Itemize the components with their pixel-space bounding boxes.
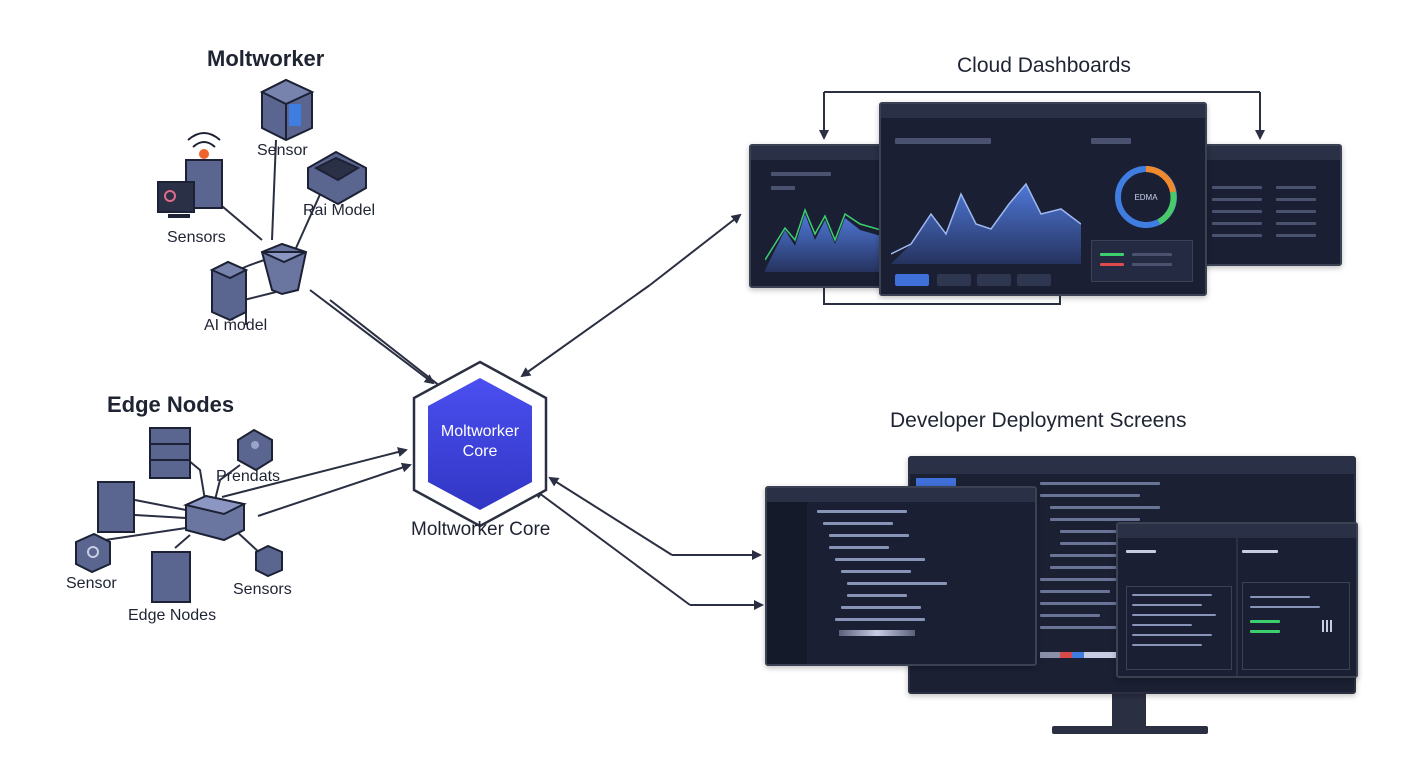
sensor-cube-icon [259,78,315,142]
flow-arrows [221,92,1265,610]
ai-model-label: AI model [204,317,268,334]
terminal-window [1116,522,1358,678]
core-hex-line1: Moltworker [440,423,520,440]
edge-sensors-label: Sensors [233,581,292,598]
moltworker-title: Moltworker [207,46,325,71]
window-titlebar [751,146,883,160]
edge-sensor-label: Sensor [66,575,117,592]
edge-node-tower-icon [151,551,191,603]
dashboard-donut-chart: EDMA [1115,166,1177,228]
server-rack-icon [149,427,191,479]
editor-sidebar [767,502,807,664]
ai-model-cube-icon [209,260,249,322]
sensor-label: Sensor [257,142,308,159]
edge-tower-icon [97,481,135,533]
rai-model-label: Rai Model [303,202,376,219]
core-hexagon-fill [428,378,532,510]
dashboard-right-window [1204,144,1342,266]
dashboard-left-chart [765,207,881,272]
cloud-dashboards-title: Cloud Dashboards [957,54,1131,77]
dashboard-button-2[interactable] [937,274,971,286]
edge-sensor-icon [75,532,111,574]
wifi-sensor-icon [157,132,223,218]
dashboard-link-bottom [823,286,1061,305]
dashboard-stats-panel [1091,240,1193,282]
prendats-label: Prendats [216,468,281,485]
dashboard-button-4[interactable] [1017,274,1051,286]
core-caption: Moltworker Core [411,519,551,540]
sensors-label: Sensors [167,229,226,246]
monitor-stand [1052,690,1208,734]
dashboard-left-window [749,144,885,288]
window-titlebar [910,458,1354,474]
dashboard-button-3[interactable] [977,274,1011,286]
moltworker-hub-icon [260,242,308,296]
edge-nodes-label: Edge Nodes [128,607,217,624]
window-titlebar [1206,146,1340,160]
core-hex-text: Moltworker Core [428,422,532,462]
window-titlebar [767,488,1035,502]
developer-screens-title: Developer Deployment Screens [890,409,1187,432]
edge-nodes-title: Edge Nodes [107,392,235,417]
dashboard-main-window: EDMA [879,102,1207,296]
window-titlebar [881,104,1205,118]
core-hexagon-group [412,360,548,528]
rai-model-icon [307,150,367,206]
core-hex-line2: Core [462,443,498,460]
dashboard-primary-button[interactable] [895,274,929,286]
edge-sensors-small-icon [255,544,283,578]
edge-hub-icon [182,494,248,542]
code-editor-window [765,486,1037,666]
prendats-device-icon [237,428,273,472]
donut-center-value: EDMA [1134,193,1158,202]
window-titlebar [1118,524,1356,538]
dashboard-main-chart [891,182,1081,264]
